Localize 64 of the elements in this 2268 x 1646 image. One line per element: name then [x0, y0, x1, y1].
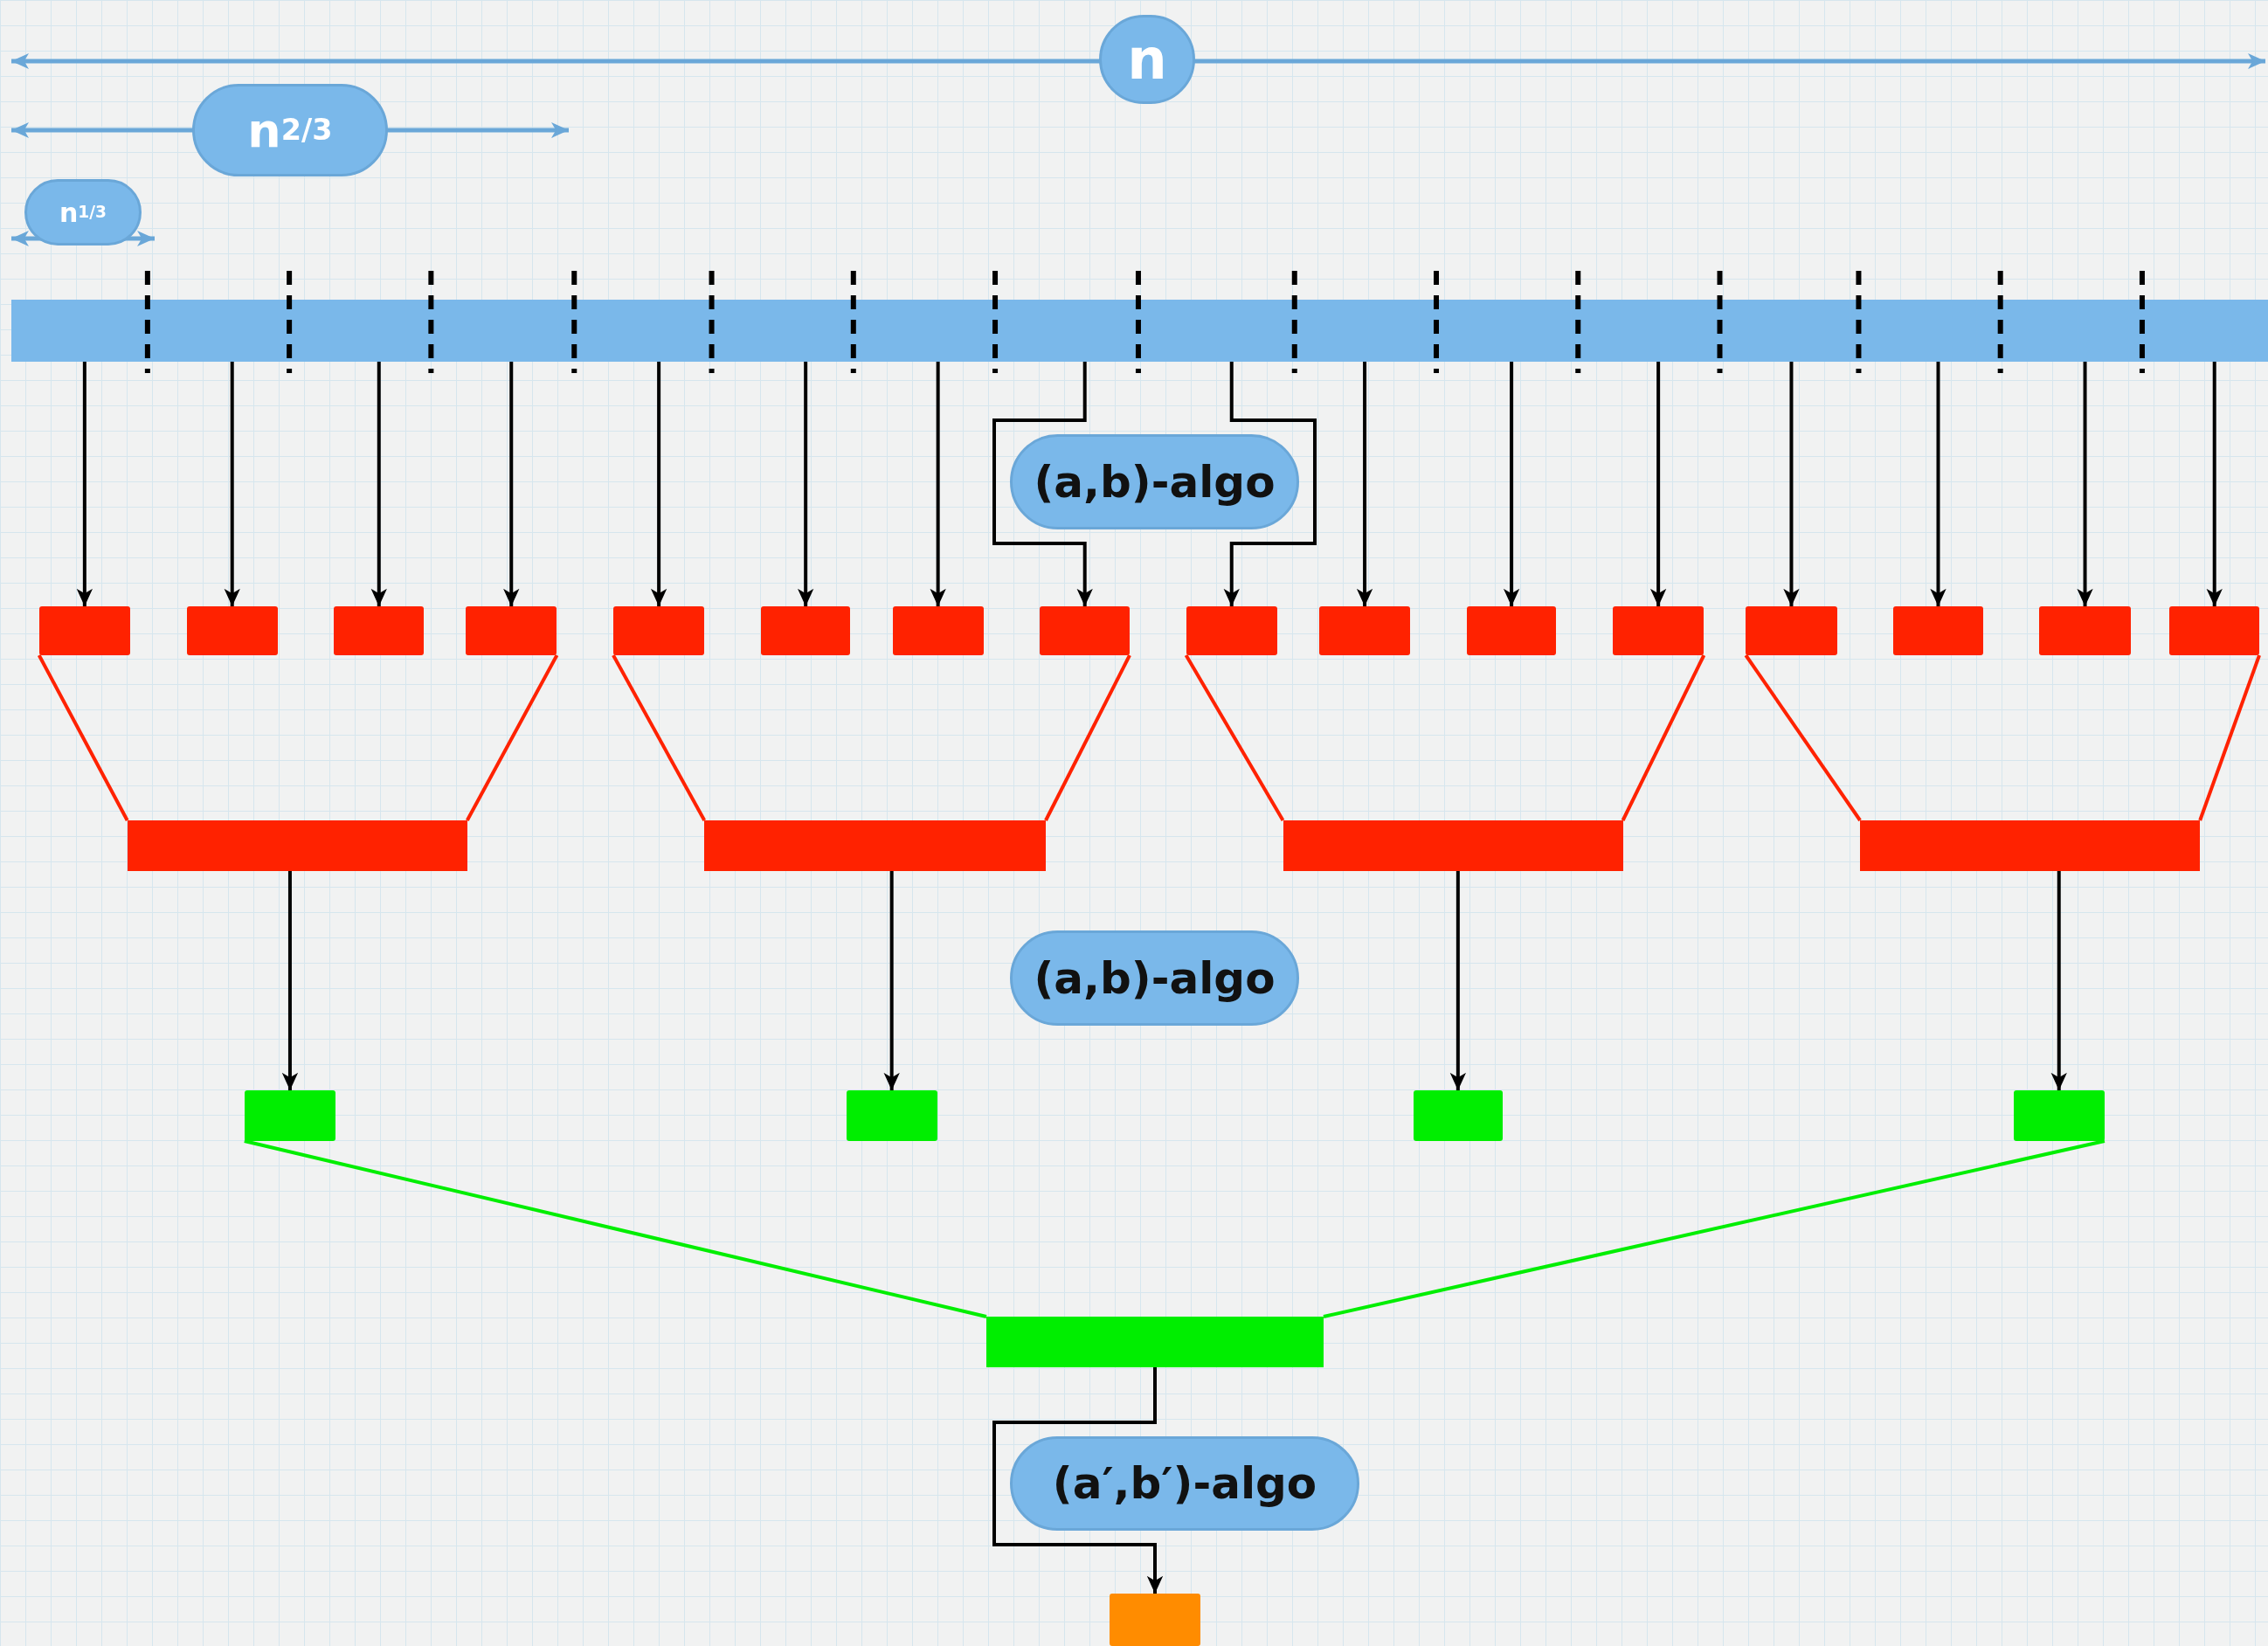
arrow [798, 362, 814, 606]
connector-line [1323, 1139, 2106, 1318]
box [244, 1090, 336, 1141]
algorithm-label: (a,b)-algo [1010, 930, 1299, 1026]
algorithm-label: (a,b)-algo [1010, 434, 1299, 529]
box [1318, 606, 1411, 655]
box [1466, 606, 1557, 655]
box [38, 606, 130, 655]
box [846, 1090, 937, 1141]
arrow [281, 871, 299, 1090]
connector-line [37, 654, 129, 821]
arrow [2077, 362, 2093, 606]
arrow [76, 362, 93, 606]
bar [1860, 820, 2201, 871]
box [1186, 606, 1277, 655]
box [186, 606, 278, 655]
algorithm-label: (a′,b′)-algo [1010, 1436, 1359, 1531]
box [466, 606, 557, 655]
connector-line [1744, 654, 1862, 822]
bar [127, 820, 467, 871]
connector-line [1044, 654, 1131, 821]
connector-line [2198, 654, 2261, 821]
box [892, 606, 984, 655]
arrow [883, 871, 900, 1090]
arrow [503, 362, 520, 606]
box [334, 606, 425, 655]
box [2169, 606, 2260, 655]
arrow [1783, 362, 1800, 606]
box [2013, 1090, 2105, 1141]
box [1110, 1594, 1200, 1646]
arrow [224, 362, 240, 606]
arrow [1503, 362, 1520, 606]
connector-line [244, 1139, 987, 1318]
arrow [992, 362, 1093, 606]
size-label: n$^{2/3}$ [192, 84, 388, 176]
connector-line [466, 654, 559, 821]
box [760, 606, 851, 655]
box [1893, 606, 1983, 655]
array-bar [11, 300, 2268, 362]
box [1613, 606, 1704, 655]
box [2039, 606, 2131, 655]
arrow [650, 362, 667, 606]
arrow [2206, 362, 2223, 606]
size-label: n$^{1/3}$ [24, 179, 142, 246]
arrow [1223, 362, 1317, 606]
connector-line [1184, 654, 1285, 821]
arrow [992, 1367, 1164, 1594]
box [1040, 606, 1130, 655]
arrow [1930, 362, 1946, 606]
connector-line [612, 654, 707, 821]
size-label: n [1099, 15, 1195, 104]
bar [1283, 820, 1623, 871]
box [1413, 1090, 1504, 1141]
arrow [1449, 871, 1466, 1090]
arrow [1650, 362, 1667, 606]
arrow [370, 362, 387, 606]
bar [986, 1317, 1324, 1367]
connector-line [1621, 654, 1706, 821]
box [1746, 606, 1837, 655]
bar [704, 820, 1046, 871]
box [612, 606, 705, 655]
arrow [1356, 362, 1373, 606]
arrow [2050, 871, 2067, 1090]
arrow [930, 362, 946, 606]
